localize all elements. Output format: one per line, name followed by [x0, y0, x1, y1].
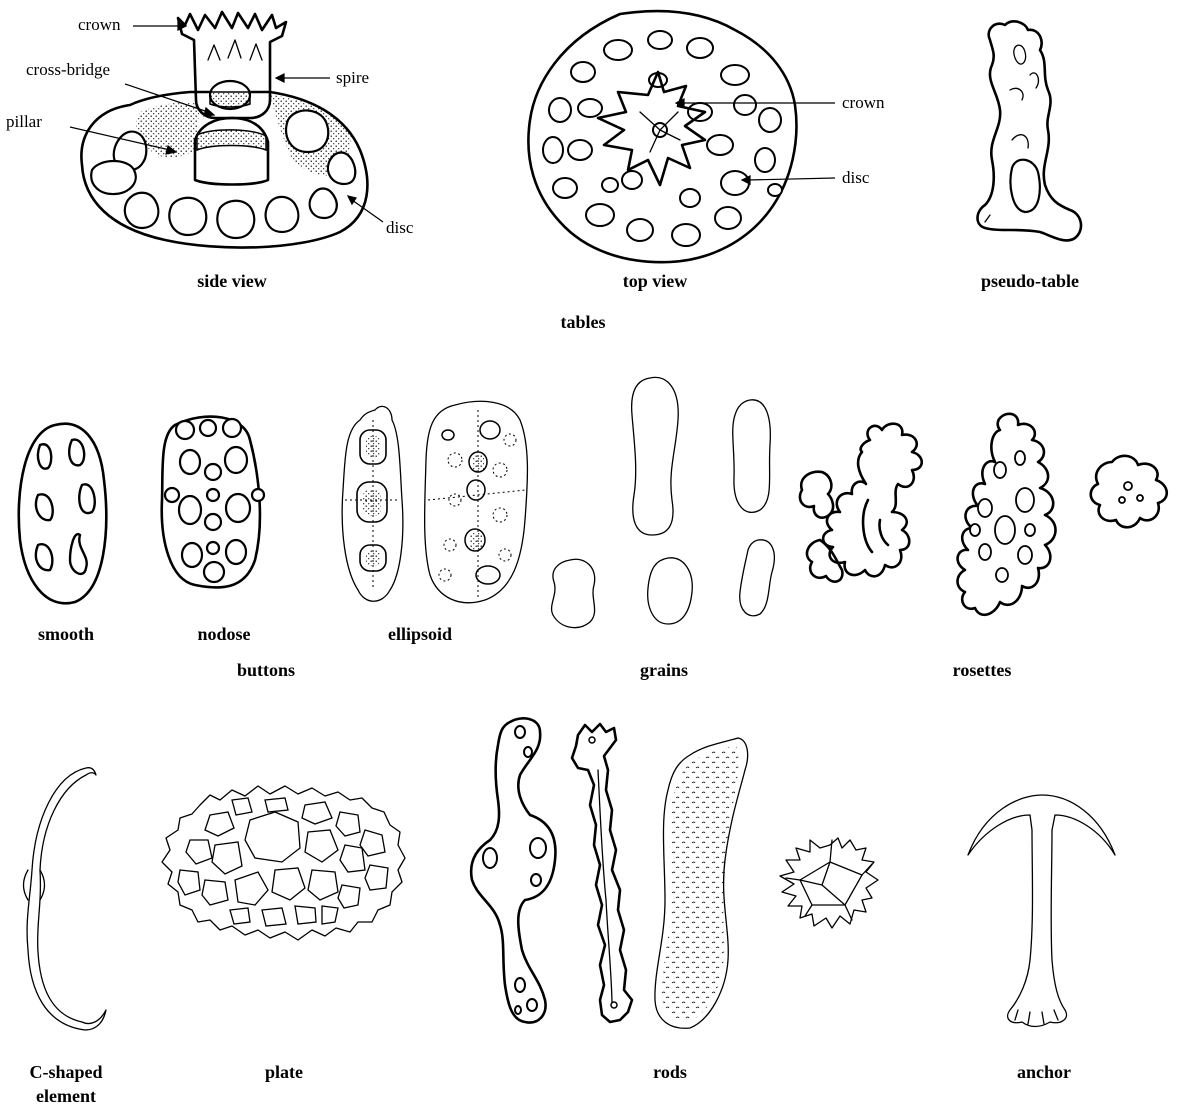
annotation-disc-side: disc [386, 218, 413, 238]
caption-anchor: anchor [1017, 1062, 1071, 1083]
caption-nodose: nodose [197, 624, 250, 645]
caption-top-view: top view [623, 271, 688, 292]
group-label-tables: tables [561, 312, 606, 333]
caption-smooth: smooth [38, 624, 94, 645]
caption-plate: plate [265, 1062, 303, 1083]
caption-rods: rods [653, 1062, 687, 1083]
annotation-cross-bridge: cross-bridge [26, 60, 110, 80]
caption-side-view: side view [197, 271, 267, 292]
caption-pseudo-table: pseudo-table [981, 271, 1079, 292]
caption-ellipsoid: ellipsoid [388, 624, 452, 645]
group-label-rosettes: rosettes [953, 660, 1012, 681]
annotation-spire: spire [336, 68, 369, 88]
annotation-crown-side: crown [78, 15, 120, 35]
annotation-pillar: pillar [6, 112, 42, 132]
group-label-buttons: buttons [237, 660, 295, 681]
group-label-grains: grains [640, 660, 688, 681]
caption-c-shaped-line1: C-shaped [29, 1062, 102, 1083]
annotation-crown-top: crown [842, 93, 884, 113]
caption-c-shaped-line2: element [36, 1086, 96, 1107]
annotation-disc-top: disc [842, 168, 869, 188]
